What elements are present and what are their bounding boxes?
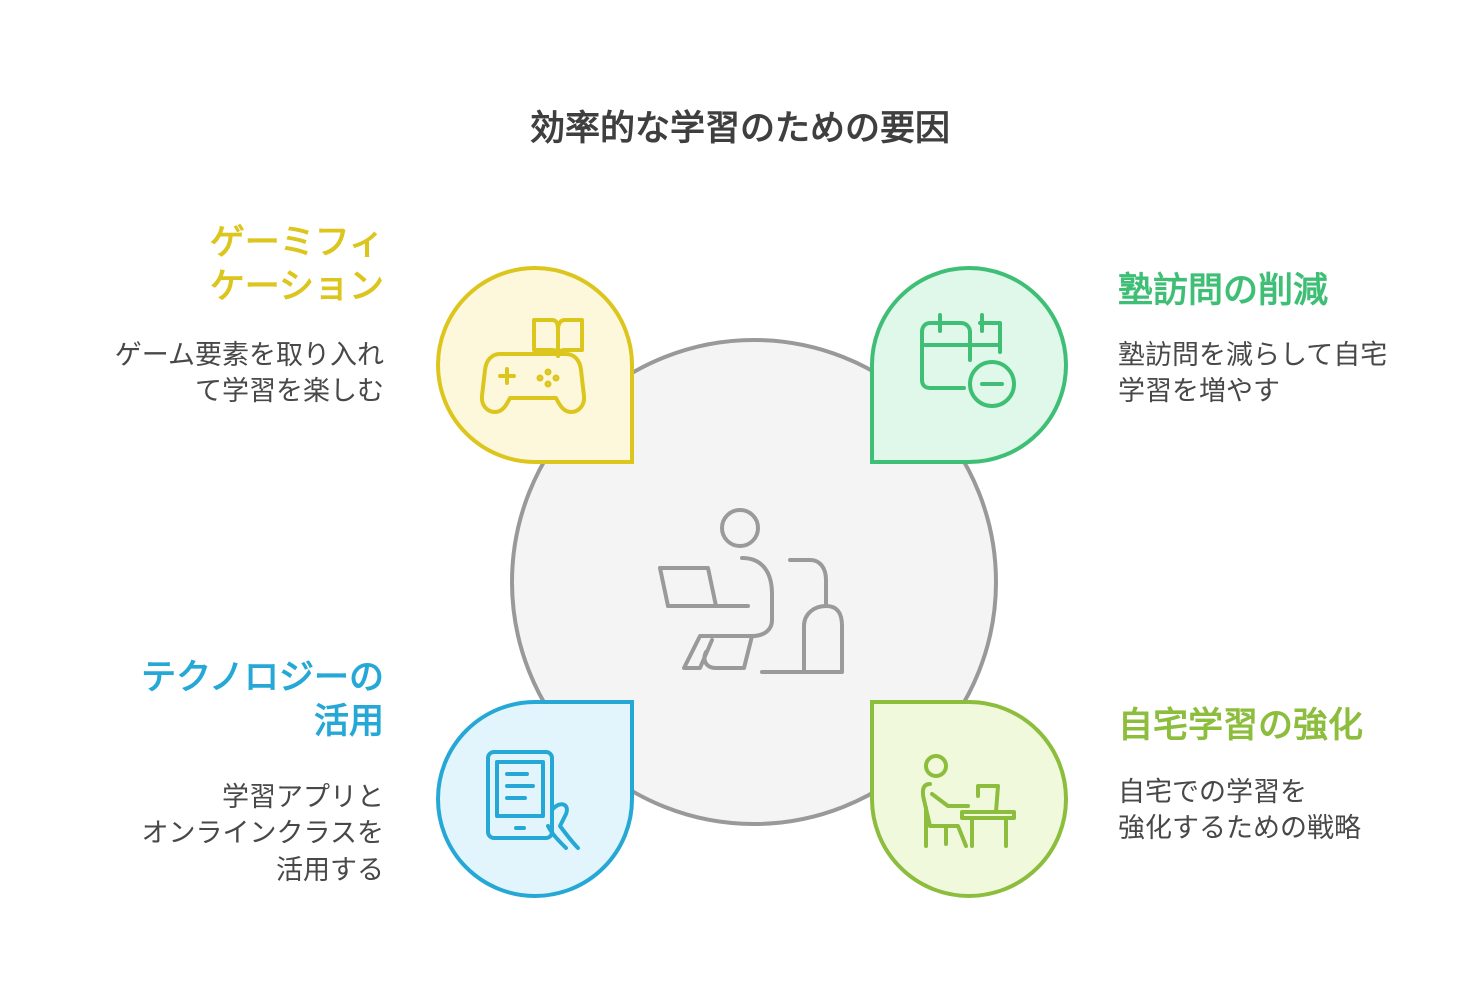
gamification-heading-line: ケーション bbox=[209, 266, 384, 307]
gamification-drop bbox=[436, 266, 635, 464]
technology-heading: テクノロジーの 活用 bbox=[60, 657, 384, 745]
person-at-laptop-icon bbox=[658, 508, 844, 674]
reduce-cram-drop bbox=[869, 266, 1068, 464]
student-desk-icon bbox=[920, 754, 1016, 848]
gamification-description: ゲーム要素を取り入れ て学習を楽しむ bbox=[40, 338, 384, 411]
technology-desc-line: 学習アプリと bbox=[222, 782, 384, 813]
gamepad-book-icon bbox=[479, 318, 587, 414]
reduce-cram-description: 塾訪問を減らして自宅 学習を増やす bbox=[1118, 338, 1458, 411]
technology-desc-line: 活用する bbox=[276, 854, 384, 886]
gamification-desc-line: ゲーム要素を取り入れ bbox=[114, 340, 384, 371]
home-study-heading: 自宅学習の強化 bbox=[1118, 705, 1458, 749]
home-study-desc-line: 自宅での学習を bbox=[1118, 777, 1307, 808]
technology-desc-line: オンラインクラスを bbox=[141, 818, 384, 850]
reduce-cram-desc-line: 塾訪問を減らして自宅 bbox=[1118, 340, 1388, 371]
diagram-title: 効率的な学習のための要因 bbox=[529, 109, 950, 149]
technology-heading-line: 活用 bbox=[313, 701, 384, 742]
home-study-desc-line: 強化するための戦略 bbox=[1118, 813, 1361, 845]
reduce-cram-heading: 塾訪問の削減 bbox=[1118, 270, 1458, 314]
home-study-heading-line: 自宅学習の強化 bbox=[1118, 706, 1364, 746]
reduce-cram-desc-line: 学習を増やす bbox=[1118, 376, 1280, 408]
home-study-drop bbox=[870, 700, 1068, 898]
gamification-heading: ゲーミフィ ケーション bbox=[100, 222, 384, 310]
home-study-description: 自宅での学習を 強化するための戦略 bbox=[1118, 775, 1458, 848]
technology-description: 学習アプリと オンラインクラスを 活用する bbox=[40, 780, 384, 889]
calendar-minus-icon bbox=[920, 313, 1016, 408]
gamification-heading-line: ゲーミフィ bbox=[209, 223, 384, 263]
technology-drop bbox=[436, 700, 634, 898]
technology-heading-line: テクノロジーの bbox=[141, 658, 384, 698]
gamification-desc-line: て学習を楽しむ bbox=[195, 376, 384, 408]
tablet-hand-icon bbox=[486, 750, 580, 850]
reduce-cram-heading-line: 塾訪問の削減 bbox=[1118, 271, 1329, 311]
